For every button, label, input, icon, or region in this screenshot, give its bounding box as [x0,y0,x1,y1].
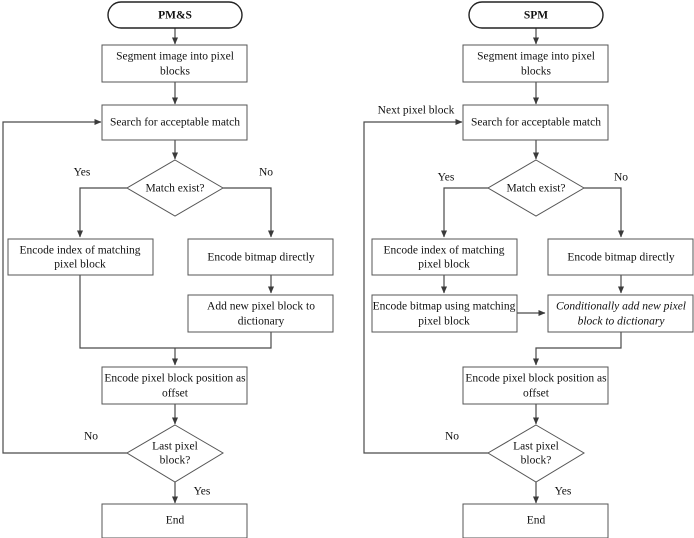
edge-match-no [223,187,275,238]
pms-start-label: PM&S [158,10,192,22]
edge-match-no [584,187,625,238]
spm-end-label: End [527,515,546,527]
spm-offset-line1: Encode pixel block position as [465,373,607,385]
pms-search-label: Search for acceptable match [110,117,240,129]
spm-connectors [363,28,625,504]
spm-last-yes-label: Yes [555,486,572,498]
spm-offset-box [462,366,609,405]
spm-match-label: Match exist? [506,183,565,195]
pms-search-box [101,104,248,141]
spm-encode-bitmap-match-line1: Encode bitmap using matching [373,301,516,313]
spm-search-box [462,104,609,141]
pms-connectors [2,28,275,504]
spm-encode-bitmap-label: Encode bitmap directly [567,252,675,264]
chart-pms: PM&S Segment image into pixel blocks Sea… [2,1,334,538]
edge-match-yes [440,187,488,238]
spm-encode-bitmap-match-box [371,294,518,333]
pms-encode-index-line2: pixel block [54,259,106,271]
pms-match-decision [126,159,224,217]
pms-last-line2: block? [160,455,191,467]
pms-last-yes-label: Yes [194,486,211,498]
pms-encode-index-box [7,238,154,276]
pms-offset-line2: offset [162,388,189,400]
pms-add-block-line2: dictionary [238,316,285,328]
pms-add-block-box [187,294,334,333]
spm-loopback-label: Next pixel block [378,105,455,117]
edge-last-no-loopback [2,118,127,454]
pms-segment-box [101,44,248,83]
spm-last-no-label: No [445,431,459,443]
spm-cond-add-line1: Conditionally add new pixel [556,301,686,313]
spm-end-box [462,503,609,538]
pms-encode-bitmap-box [187,238,334,276]
pms-last-decision [126,424,224,483]
pms-segment-label-line2: blocks [160,66,191,78]
spm-encode-index-box [371,238,518,276]
edge-match-yes [76,187,127,238]
spm-segment-box [462,44,609,83]
spm-last-decision [487,424,585,483]
pms-offset-box [101,366,248,405]
spm-cond-add-box [547,294,694,333]
spm-encode-bitmap-box [547,238,694,276]
pms-match-yes-label: Yes [74,167,91,179]
spm-cond-add-line2: block to dictionary [578,316,666,328]
spm-start-label: SPM [524,10,548,22]
pms-last-line1: Last pixel [152,441,198,453]
pms-encode-bitmap-label: Encode bitmap directly [207,252,315,264]
spm-encode-index-line2: pixel block [418,259,470,271]
spm-match-yes-label: Yes [438,172,455,184]
pms-match-label: Match exist? [145,183,204,195]
pms-end-box [101,503,248,538]
spm-encode-index-line1: Encode index of matching [383,245,504,257]
pms-add-block-line1: Add new pixel block to [207,301,315,313]
spm-segment-label-line1: Segment image into pixel [477,51,595,63]
spm-start-terminal [468,1,604,29]
edge-condadd-to-offset [532,331,622,366]
pms-encode-index-line1: Encode index of matching [19,245,140,257]
pms-start-terminal [107,1,243,29]
chart-spm: SPM Segment image into pixel blocks Sear… [363,1,694,538]
spm-last-line2: block? [521,455,552,467]
pms-end-label: End [166,515,185,527]
spm-segment-label-line2: blocks [521,66,552,78]
spm-last-line1: Last pixel [513,441,559,453]
edge-last-no-loopback [363,118,488,454]
spm-offset-line2: offset [523,388,550,400]
pms-segment-label-line1: Segment image into pixel [116,51,234,63]
spm-match-decision [487,159,585,217]
pms-last-no-label: No [84,431,98,443]
pms-offset-line1: Encode pixel block position as [104,373,246,385]
spm-search-label: Search for acceptable match [471,117,601,129]
pms-match-no-label: No [259,167,273,179]
spm-encode-bitmap-match-line2: pixel block [418,316,470,328]
spm-match-no-label: No [614,172,628,184]
